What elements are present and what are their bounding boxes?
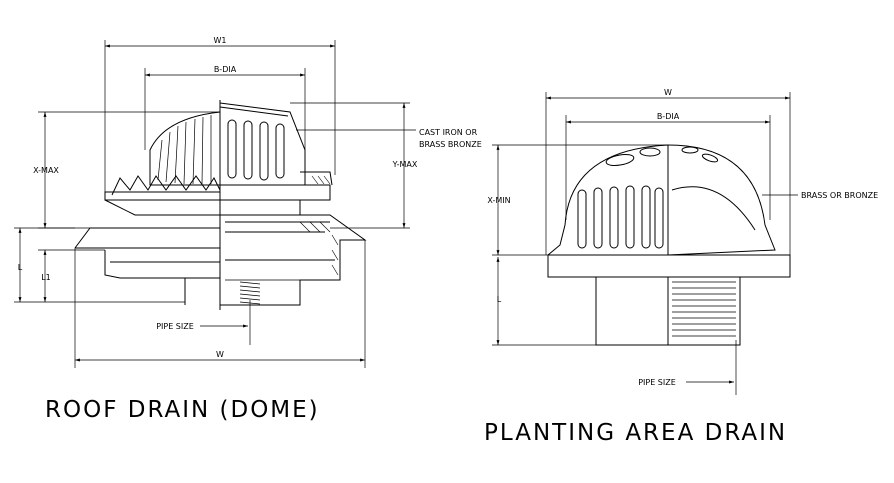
x-min-label: X-MIN bbox=[487, 196, 510, 205]
y-max-label: Y-MAX bbox=[392, 160, 418, 169]
planting-b-dia-label: B-DIA bbox=[657, 112, 680, 121]
planting-material-note: BRASS OR BRONZE bbox=[801, 191, 878, 200]
roof-drain-dimensions: W1 B-DIA X-MAX Y-MAX L L1 bbox=[14, 36, 482, 368]
roof-drain-title: ROOF DRAIN (DOME) bbox=[45, 397, 320, 423]
roof-material-note-1: CAST IRON OR bbox=[419, 128, 478, 137]
roof-drain-figure: W1 B-DIA X-MAX Y-MAX L L1 bbox=[14, 36, 482, 423]
roof-drain-dome bbox=[104, 111, 221, 216]
roof-material-note-2: BRASS BRONZE bbox=[419, 140, 482, 149]
planting-drain-dome bbox=[547, 144, 790, 256]
x-max-label: X-MAX bbox=[33, 166, 59, 175]
planting-w-label: W bbox=[664, 88, 672, 97]
planting-drain-body bbox=[547, 254, 791, 346]
planting-drain-title: PLANTING AREA DRAIN bbox=[484, 420, 787, 446]
roof-w-label: W bbox=[216, 350, 224, 359]
roof-pipe-size-label: PIPE SIZE bbox=[156, 322, 194, 331]
l-label: L bbox=[18, 263, 23, 272]
b-dia-label: B-DIA bbox=[214, 65, 237, 74]
planting-pipe-size-label: PIPE SIZE bbox=[638, 378, 676, 387]
l1-label: L1 bbox=[41, 273, 51, 282]
roof-drain-body bbox=[74, 100, 367, 310]
roof-drain-dome-section bbox=[219, 102, 333, 216]
planting-drain-dimensions: W B-DIA X-MIN L PIPE SIZE BRASS OR BRONZ… bbox=[487, 88, 878, 395]
planting-drain-figure: W B-DIA X-MIN L PIPE SIZE BRASS OR BRONZ… bbox=[484, 88, 878, 446]
w1-label: W1 bbox=[214, 36, 227, 45]
planting-l-label: L bbox=[497, 295, 502, 304]
